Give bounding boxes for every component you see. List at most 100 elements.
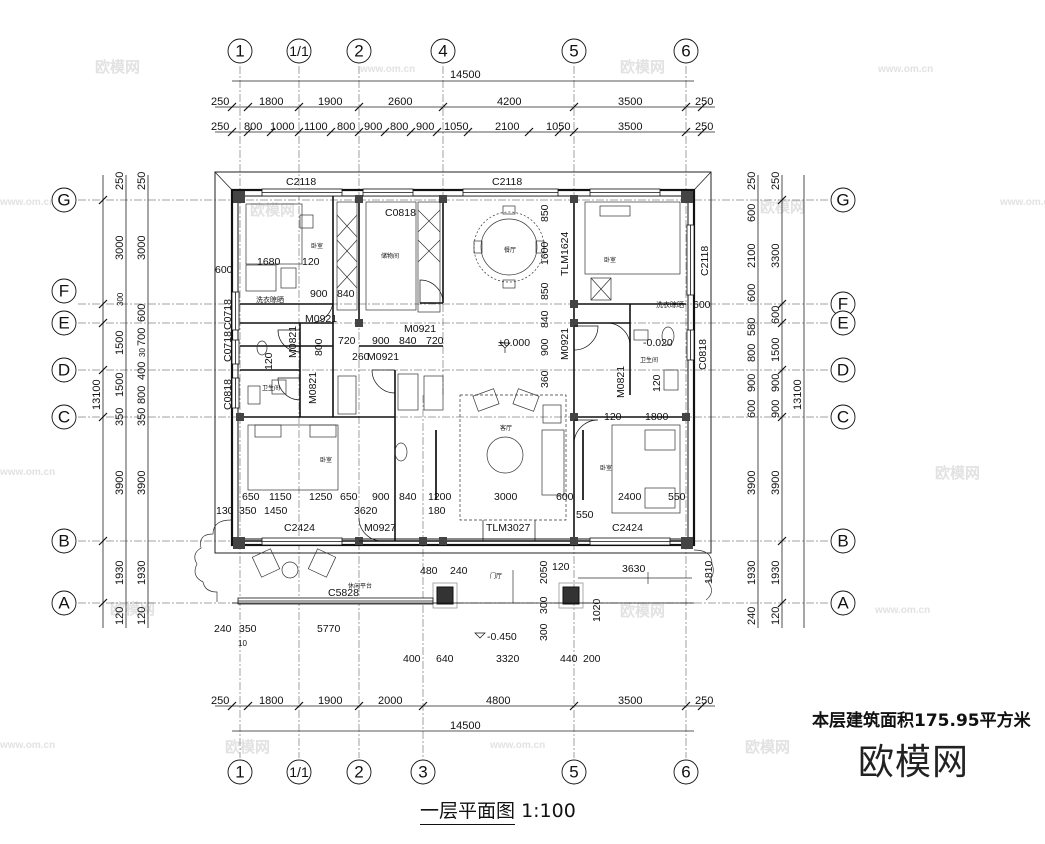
dim-label: 1100 bbox=[304, 121, 328, 133]
dim-label: 240 bbox=[746, 607, 758, 625]
dim-label: 700 bbox=[136, 328, 148, 346]
dim-label: 3500 bbox=[618, 121, 642, 133]
axis-label-left: B bbox=[58, 532, 69, 551]
room-name: 客厅 bbox=[500, 424, 512, 432]
door-code: M0921 bbox=[367, 351, 399, 363]
dim-total: 14500 bbox=[450, 69, 481, 81]
dim-label: 350 bbox=[114, 408, 126, 426]
dim-label: 240 bbox=[214, 623, 232, 635]
dim-label: 4200 bbox=[497, 96, 521, 108]
dim-label: 650 bbox=[340, 491, 358, 503]
watermark-logo: 欧模网 bbox=[620, 58, 665, 76]
axis-label-left: E bbox=[58, 314, 69, 333]
axis-label-right: B bbox=[837, 532, 848, 551]
watermark-url: www.om.cn bbox=[0, 740, 55, 751]
door-code: TLM1624 bbox=[559, 231, 571, 276]
dim-label: 3500 bbox=[618, 96, 642, 108]
dim-label: 5770 bbox=[317, 623, 341, 635]
axis-label-top: 2 bbox=[354, 42, 363, 61]
dim-label: 600 bbox=[556, 491, 574, 503]
level-mark: -0.450 bbox=[487, 631, 517, 643]
dim-label: 260 bbox=[352, 351, 370, 363]
furniture bbox=[194, 201, 714, 604]
dim-label: 2400 bbox=[618, 491, 642, 503]
dim-label: 10 bbox=[238, 639, 247, 648]
dim-label: 900 bbox=[372, 335, 390, 347]
dim-label: 600 bbox=[746, 284, 758, 302]
dim-label: 3500 bbox=[618, 695, 642, 707]
dim-label: 3320 bbox=[496, 653, 520, 665]
watermark-logo: 欧模网 bbox=[745, 738, 790, 756]
door-code: TLM3027 bbox=[486, 522, 531, 534]
dim-label: 580 bbox=[746, 318, 758, 336]
room-name: 储物间 bbox=[381, 252, 399, 260]
door-code: M0821 bbox=[287, 326, 299, 358]
dim-label: 1050 bbox=[444, 121, 468, 133]
dim-label: 1500 bbox=[114, 331, 126, 355]
axis-label-right: C bbox=[837, 408, 849, 427]
dim-label: 30 bbox=[138, 348, 147, 357]
dimension-labels-left: 13100 250 3000 300 1500 1500 350 3900 19… bbox=[91, 172, 148, 625]
dim-label: 300 bbox=[538, 623, 550, 641]
dimension-labels-bottom: 250 1800 1900 2000 4800 3500 250 14500 bbox=[211, 695, 713, 732]
dim-label: 440 bbox=[560, 653, 578, 665]
dim-label: 400 bbox=[136, 362, 148, 380]
watermark-logo: 欧模网 bbox=[760, 198, 805, 216]
dim-label: 650 bbox=[242, 491, 260, 503]
dim-label: 1900 bbox=[318, 695, 342, 707]
dim-label: 900 bbox=[539, 338, 551, 356]
dim-label: 1810 bbox=[703, 560, 715, 584]
dim-label: 720 bbox=[338, 335, 356, 347]
dim-label: 720 bbox=[426, 335, 444, 347]
axis-label-bottom: 2 bbox=[354, 763, 363, 782]
dim-label: 120 bbox=[604, 411, 622, 423]
dim-label: 900 bbox=[364, 121, 382, 133]
dim-label: 3900 bbox=[114, 471, 126, 495]
room-name: 卧室 bbox=[604, 256, 616, 264]
dim-label: 360 bbox=[539, 370, 551, 388]
plan-scale: 1:100 bbox=[521, 800, 576, 822]
level-triangle-icon bbox=[499, 342, 511, 353]
dim-label: 240 bbox=[450, 565, 468, 577]
dim-label: 3620 bbox=[354, 505, 378, 517]
axis-label-left: C bbox=[58, 408, 70, 427]
dim-label: 250 bbox=[746, 172, 758, 190]
dim-label: 600 bbox=[693, 299, 711, 311]
dim-label: 250 bbox=[211, 695, 229, 707]
axis-labels: 1 1/1 2 4 5 6 1 1/1 2 3 5 6 G F E D C B … bbox=[57, 42, 849, 782]
axis-label-bottom: 3 bbox=[418, 763, 427, 782]
dim-label: 4800 bbox=[486, 695, 510, 707]
dim-label: 3300 bbox=[770, 244, 782, 268]
dim-label: 1680 bbox=[257, 256, 281, 268]
dim-label: 800 bbox=[390, 121, 408, 133]
room-name: 卫生间 bbox=[640, 356, 658, 364]
watermark-logo: 欧模网 bbox=[95, 58, 140, 76]
room-name: 休闲平台 bbox=[348, 582, 372, 590]
axis-label-top: 4 bbox=[438, 42, 447, 61]
dim-label: 400 bbox=[403, 653, 421, 665]
dim-label: 800 bbox=[313, 338, 325, 356]
window-code: C0818 bbox=[697, 339, 709, 370]
dim-label: 120 bbox=[136, 607, 148, 625]
dim-label: 900 bbox=[770, 374, 782, 392]
axis-label-left: A bbox=[58, 594, 70, 613]
dimension-labels-right: 250 600 2100 600 580 800 900 600 3900 19… bbox=[746, 172, 804, 625]
dim-label: 850 bbox=[539, 282, 551, 300]
dimension-lines bbox=[102, 80, 805, 732]
dim-label: 1800 bbox=[645, 411, 669, 423]
dim-label: 250 bbox=[695, 695, 713, 707]
dim-label: 3900 bbox=[770, 471, 782, 495]
dim-label: 3000 bbox=[494, 491, 518, 503]
dim-label: 1800 bbox=[259, 96, 283, 108]
dim-label: 1050 bbox=[546, 121, 570, 133]
dim-label: 3000 bbox=[114, 236, 126, 260]
room-name: 卧室 bbox=[311, 242, 323, 250]
dim-label: 250 bbox=[211, 96, 229, 108]
plan-title-text: 一层平面图 bbox=[420, 800, 516, 825]
window-code: C2118 bbox=[699, 246, 711, 276]
dim-label: 480 bbox=[420, 565, 438, 577]
axis-label-left: G bbox=[57, 191, 70, 210]
dim-label: 120 bbox=[263, 352, 275, 370]
watermark-logo: 欧模网 bbox=[250, 201, 295, 219]
